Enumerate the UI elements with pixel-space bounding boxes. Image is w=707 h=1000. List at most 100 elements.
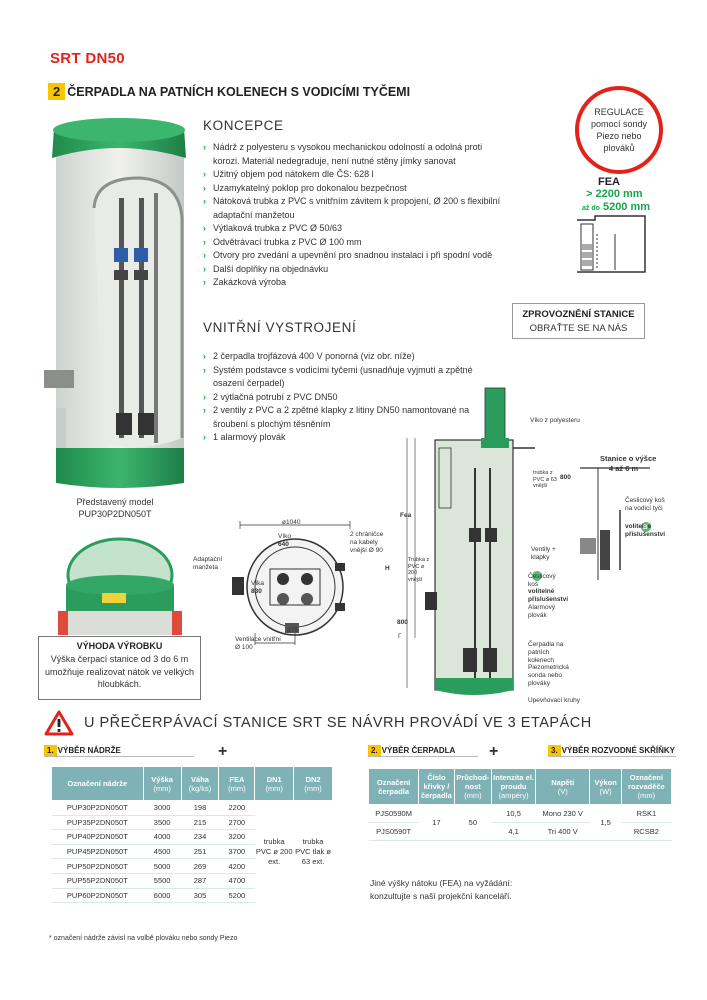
table-header: FEA(mm): [218, 766, 256, 801]
tank-table: Označení nádrže Výška(mm) Váha(kg/ks) FE…: [51, 766, 333, 904]
fea-label: FEA: [598, 176, 620, 188]
section-drawing: [406, 387, 542, 695]
side-volit: volitelné příslušenství: [625, 523, 666, 538]
sect-alarm: Alarmový plovák: [528, 604, 556, 619]
plan-vika: Víko: [278, 533, 292, 540]
model-caption-line1: Představený model: [76, 497, 154, 507]
table-header-row: Označení nádrže Výška(mm) Váha(kg/ks) FE…: [51, 766, 333, 801]
table-header: DN2(mm): [293, 766, 333, 801]
fea-max-value: 5200 mm: [602, 201, 651, 213]
table-header: Označení čerpadla: [367, 768, 420, 805]
fea-min: > 2200 mm: [586, 188, 643, 200]
table-header: Napětí(V): [535, 768, 591, 805]
pass-cell: 50: [454, 804, 492, 841]
table-header: DN1(mm): [254, 766, 295, 801]
vystrojeni-list: 2 čerpadla trojfázová 400 V ponorná (viz…: [203, 350, 493, 445]
tank-photo: [44, 118, 186, 488]
plus-sign: +: [489, 743, 499, 760]
sect-cesl: Česlicový koš: [528, 573, 556, 588]
footnote: * označení nádrže závisí na volbě plovák…: [49, 935, 238, 942]
warning-text: U PŘEČERPÁVACÍ STANICE SRT SE NÁVRH PROV…: [84, 715, 592, 731]
list-item: Zakázková výroba: [203, 276, 503, 290]
model-caption-line2: PUP30P2DN050T: [78, 509, 152, 519]
list-item: Užitný objem pod nátokem dle ČS: 628 l: [203, 168, 503, 182]
step-2: 2. VÝBĚR ČERPADLA: [368, 745, 478, 757]
plan-chranice: 2 chráničce na kabely vnější Ø 90: [350, 531, 384, 554]
sect-dim800-top: 800: [560, 474, 571, 481]
dn2-cell: trubka PVC tlak ø 63 ext.: [295, 836, 331, 866]
step-1-number: 1.: [44, 745, 57, 756]
sect-upevn: Upevňovací kruhy: [528, 697, 581, 704]
list-item: Uzamykatelný poklop pro dokonalou bezpeč…: [203, 182, 503, 196]
side-b: B: [643, 524, 648, 531]
fea-max: až do 5200 mm: [582, 201, 650, 213]
sect-piezo: Piezometrická sonda nebo plováky: [528, 664, 569, 687]
plan-vika-v: Víka: [251, 580, 265, 587]
section-number: 2: [48, 83, 66, 100]
table-row: PJS0590T 4,1 Tri 400 V RCSB2: [368, 822, 672, 841]
list-item: 1 alarmový plovák: [203, 431, 493, 445]
side-cesl: Česlicový koš na vodicí tyči: [625, 497, 665, 512]
sect-gamma: Γ: [398, 633, 402, 640]
vyhoda-box: VÝHODA VÝROBKU Výška čerpací stanice od …: [38, 636, 201, 700]
power-cell: 1,5: [589, 804, 622, 841]
list-item: Nátoková trubka z PVC s vnitřním závitem…: [203, 195, 503, 222]
side-title1: Stanice o výšce: [600, 454, 657, 463]
section-title: ČERPADLA NA PATNÍCH KOLENECH S VODICÍMI …: [67, 84, 411, 99]
plan-drawing: [232, 521, 351, 645]
step-3-label: VÝBĚR ROZVODNÉ SKŘÍŇKY: [561, 746, 676, 755]
zprovozneni-box: ZPROVOZNĚNÍ STANICE OBRAŤTE SE NA NÁS: [512, 303, 645, 339]
step-2-label: VÝBĚR ČERPADLA: [381, 746, 456, 755]
zprovozneni-text: OBRAŤTE SE NA NÁS: [529, 323, 628, 334]
table-header: Výška(mm): [142, 766, 182, 801]
sect-cerp: Čerpadla na patních kolenech: [528, 641, 564, 664]
warning-row: U PŘEČERPÁVACÍ STANICE SRT SE NÁVRH PROV…: [44, 710, 592, 736]
plan-vika-val: 640: [278, 541, 289, 548]
list-item: 2 čerpadla trojfázová 400 V ponorná (viz…: [203, 350, 493, 364]
table-header: Výkon(W): [589, 768, 622, 805]
regulace-badge: REGULACE pomocí sondy Piezo nebo plováků: [575, 86, 663, 174]
sect-trubka-top: trubka z PVC ø 63 vnější: [533, 470, 557, 489]
sect-ventily: Ventily + klapky: [531, 546, 556, 561]
table-header: Intenzita el. proudu(ampéry): [491, 768, 537, 805]
sect-trubka-left: Trubka z PVC ø 200 vnější: [408, 557, 430, 583]
list-item: Nádrž z polyesteru s vysokou mechanickou…: [203, 141, 503, 168]
table-header: Průchod-nost(mm): [453, 768, 493, 805]
plan-vika-v-val: 830: [251, 588, 262, 595]
table-header-row: Označení čerpadla Číslo křivky /čerpadla…: [367, 768, 673, 805]
zprovozneni-title: ZPROVOZNĚNÍ STANICE: [522, 309, 635, 320]
vystrojeni-title: VNITŘNÍ VYSTROJENÍ: [203, 320, 357, 335]
list-item: 2 ventily z PVC a 2 zpětné klapky z liti…: [203, 404, 493, 431]
plan-adapt: Adaptační manžeta: [193, 556, 223, 571]
list-item: Další doplňky na objednávku: [203, 263, 503, 277]
table-header: Označení rozvaděče(mm): [620, 768, 673, 805]
sect-dim800-bot: 800: [397, 619, 408, 626]
sect-a: A: [565, 586, 570, 593]
step-2-number: 2.: [368, 745, 381, 756]
koncepce-list: Nádrž z polyesteru s vysokou mechanickou…: [203, 141, 503, 290]
step-1: 1. VÝBĚR NÁDRŽE: [44, 745, 194, 757]
step-3: 3. VÝBĚR ROZVODNÉ SKŘÍŇKY: [548, 745, 676, 757]
fea-max-prefix: až do: [582, 205, 600, 212]
sect-h: H: [385, 565, 390, 572]
step-3-number: 3.: [548, 745, 561, 756]
list-item: Otvory pro zvedání a upevnění pro snadno…: [203, 249, 503, 263]
vyhoda-title: VÝHODA VÝROBKU: [76, 641, 163, 651]
section-heading: 2 ČERPADLA NA PATNÍCH KOLENECH S VODICÍM…: [48, 83, 410, 100]
list-item: 2 výtlačná potrubí z PVC DN50: [203, 391, 493, 405]
table-header: Označení nádrže: [51, 766, 144, 801]
table-row: PJS0590M 17 50 10,5 Mono 230 V 1,5 RSK1: [368, 804, 672, 841]
model-caption: Představený model PUP30P2DN050T: [50, 496, 180, 520]
list-item: Odvětrávací trubka z PVC Ø 100 mm: [203, 236, 503, 250]
dn1-cell: trubka PVC ø 200 ext.: [255, 836, 293, 866]
plan-dim375: 375: [287, 627, 298, 634]
list-item: Systém podstavce s vodicími tyčemi (usna…: [203, 364, 493, 391]
table-header: Váha(kg/ks): [180, 766, 220, 801]
